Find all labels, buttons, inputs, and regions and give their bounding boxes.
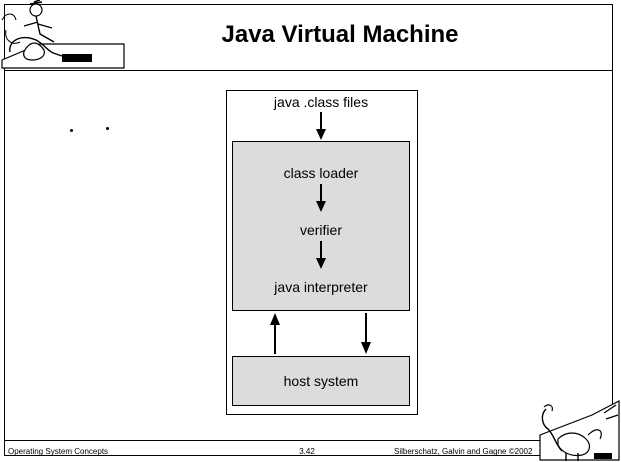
arrow-input-to-jvm xyxy=(316,112,326,140)
stray-dot xyxy=(106,127,109,130)
footer-page-number: 3.42 xyxy=(299,447,315,456)
stray-dot xyxy=(70,129,73,132)
arrow-verifier-to-interpreter xyxy=(316,241,326,269)
jvm-component-label: class loader xyxy=(283,165,359,181)
slide-frame xyxy=(4,4,613,456)
footer-book-title: Operating System Concepts xyxy=(8,447,109,456)
arrow-host-to-jvm xyxy=(270,313,280,354)
dinosaur-logo-bottom xyxy=(539,400,620,461)
jvm-component-label: verifier xyxy=(299,222,342,238)
jvm-box xyxy=(232,141,410,311)
arrow-jvm-to-host xyxy=(361,313,371,354)
host-label: host system xyxy=(283,373,359,389)
footer-divider xyxy=(4,440,613,441)
header-divider xyxy=(4,70,613,71)
page-title: Java Virtual Machine xyxy=(221,21,459,48)
footer-authors: Silberschatz, Galvin and Gagne ©2002 xyxy=(394,447,533,456)
input-label: java .class files xyxy=(273,94,369,110)
arrow-loader-to-verifier xyxy=(316,184,326,212)
jvm-component-label: java interpreter xyxy=(274,279,368,295)
host-system-box xyxy=(232,356,410,406)
dinosaur-logo-top xyxy=(1,0,125,69)
